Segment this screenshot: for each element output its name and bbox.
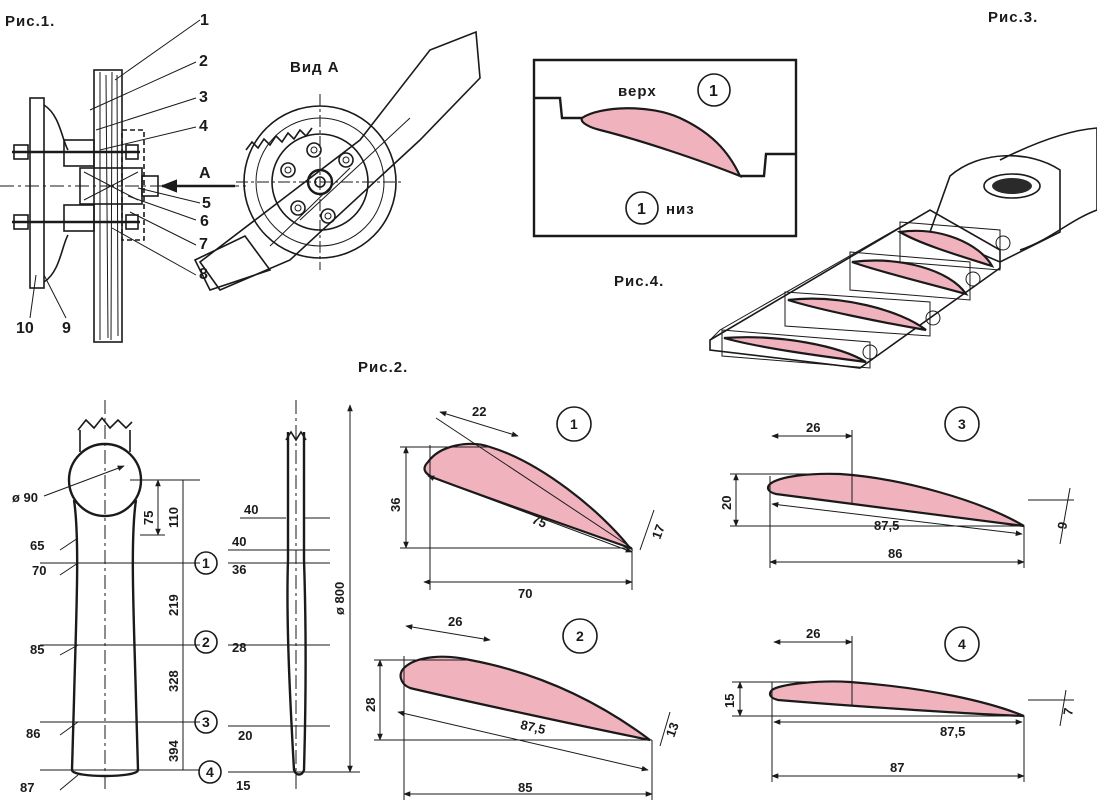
s4-chord: 87,5 [940,724,965,739]
s2-height: 28 [363,698,378,712]
fig2-title: Рис.2. [358,359,408,376]
station-394: 394 [166,740,181,762]
side-20: 20 [238,728,252,743]
s4-leading: 26 [806,626,820,641]
callout-3: 3 [199,89,208,106]
blade-plan-view: ø 90 65 70 85 86 87 75 110 219 328 394 1… [12,400,222,795]
section-mark-2: 2 [202,634,210,650]
s3-width: 86 [888,546,902,561]
station-110: 110 [166,507,181,528]
width-86: 86 [26,726,40,741]
s3-trailing: 9 [1054,520,1070,530]
section-mark-4: 4 [206,764,214,780]
template-bottom-label: низ [666,201,695,218]
callout-2: 2 [199,53,208,70]
s3-leading: 26 [806,420,820,435]
side-15: 15 [236,778,250,793]
airfoil-section-3: 86 20 26 87,5 9 3 [719,406,1074,568]
s4-height: 15 [722,694,737,708]
s1-chord: 75 [530,512,549,531]
s4-trailing: 7 [1060,707,1076,717]
blade-side-view: 40 40 36 28 20 15 ø 800 [228,400,360,793]
section-mark-3: 3 [202,714,210,730]
airfoil-section-1: 70 36 22 75 17 1 [388,404,668,601]
s1-leading: 22 [472,404,486,419]
callout-1: 1 [200,12,209,29]
template-bottom-mark: 1 [637,201,646,218]
s1-trailing: 17 [649,522,668,541]
width-65: 65 [30,538,44,553]
hub-diameter: ø 90 [12,490,38,505]
s1-width: 70 [518,586,532,601]
s2-leading: 26 [448,614,462,629]
fig3-title: Рис.3. [988,9,1038,26]
side-36: 36 [232,562,246,577]
s4-mark: 4 [958,636,966,652]
fig4-title: Рис.4. [614,273,664,290]
width-85: 85 [30,642,44,657]
s1-mark: 1 [570,416,578,432]
fig4-template: верх 1 1 низ Рис.4. [532,58,798,290]
template-top-mark: 1 [709,83,718,100]
width-70: 70 [32,563,46,578]
s1-height: 36 [388,498,403,512]
s3-height: 20 [719,496,734,510]
fig1-assembly: Рис.1. А 1 2 3 4 5 6 7 8 9 10 [0,12,250,343]
width-87: 87 [20,780,34,795]
fig3-blade-stations: Рис.3. [709,9,1097,369]
s2-width: 85 [518,780,532,795]
s3-chord: 87,5 [874,518,899,533]
callout-7: 7 [199,236,208,253]
side-40: 40 [232,534,246,549]
airfoil-section-4: 87 15 26 87,5 7 4 [722,626,1076,782]
station-328: 328 [166,670,181,692]
view-arrow-label: А [199,165,211,182]
callout-10: 10 [16,320,34,337]
callout-8: 8 [199,266,208,283]
section-mark-1: 1 [202,555,210,571]
side-40-top: 40 [244,502,258,517]
view-a-title: Вид А [290,59,340,76]
s2-chord: 87,5 [519,717,547,737]
callout-4: 4 [199,118,208,135]
s2-mark: 2 [576,628,584,644]
s3-mark: 3 [958,416,966,432]
fig1-title: Рис.1. [5,13,55,30]
station-75: 75 [141,511,156,525]
callout-9: 9 [62,320,71,337]
view-a-hub: Вид А [193,30,481,291]
template-top-label: верх [618,83,657,100]
airfoil-section-2: 85 28 26 87,5 13 2 [363,614,682,800]
callout-6: 6 [200,213,209,230]
station-219: 219 [166,594,181,616]
s2-trailing: 13 [663,720,682,739]
s4-width: 87 [890,760,904,775]
callout-5: 5 [202,195,211,212]
side-28: 28 [232,640,246,655]
blade-diameter: ø 800 [332,582,347,615]
